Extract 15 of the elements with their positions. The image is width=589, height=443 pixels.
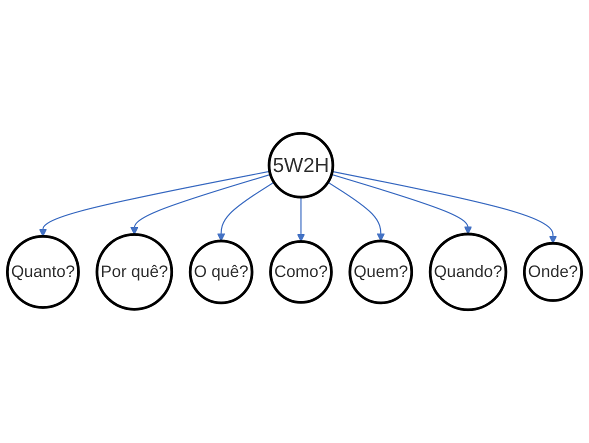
- arrow: [328, 182, 385, 242]
- arrow: [331, 174, 472, 234]
- arrow: [332, 170, 558, 244]
- node-circle: Quanto?: [6, 234, 80, 309]
- node-circle: Por quê?: [96, 233, 174, 311]
- node-circle: Quando?: [428, 232, 508, 312]
- node-circle: 5W2H: [268, 132, 334, 198]
- arrow: [296, 197, 306, 242]
- node-circle: Quem?: [348, 240, 414, 304]
- arrow: [38, 170, 270, 237]
- node-circle: Onde?: [522, 242, 583, 302]
- arrow: [130, 174, 271, 235]
- node-circle: O quê?: [188, 240, 254, 304]
- arrow: [217, 182, 274, 242]
- node-circle: Como?: [269, 240, 333, 304]
